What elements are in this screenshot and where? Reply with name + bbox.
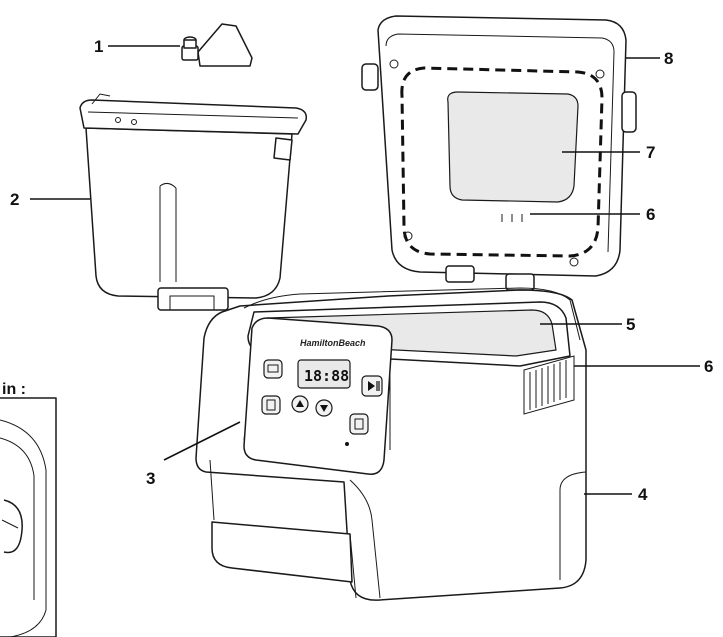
- callout-6-upper: 6: [646, 205, 655, 224]
- callout-5: 5: [626, 315, 635, 334]
- inset-label: in :: [2, 381, 26, 398]
- control-panel: HamiltonBeach 18:88: [243, 317, 393, 475]
- brand-logo-text: HamiltonBeach: [300, 338, 366, 348]
- callout-2: 2: [10, 190, 19, 209]
- kneading-paddle: [181, 23, 253, 67]
- crust-button: [261, 395, 281, 415]
- display-time: 18:88: [304, 367, 349, 385]
- callout-6-lower: 6: [704, 357, 713, 376]
- bread-pan: [79, 93, 308, 311]
- callout-8: 8: [664, 49, 673, 68]
- callout-labels: 1 2 3 4 5 6 6 7 8 in :: [2, 37, 713, 504]
- leader-lines: [30, 45, 700, 495]
- side-vent: [523, 355, 575, 415]
- menu-button: [263, 359, 283, 379]
- lcd-display: [297, 359, 351, 389]
- open-lid: [361, 15, 637, 291]
- callout-1: 1: [94, 37, 103, 56]
- callout-4: 4: [638, 485, 648, 504]
- callout-3: 3: [146, 469, 155, 488]
- loaf-size-button: [349, 413, 369, 435]
- detail-inset: [0, 397, 57, 637]
- callout-7: 7: [646, 143, 655, 162]
